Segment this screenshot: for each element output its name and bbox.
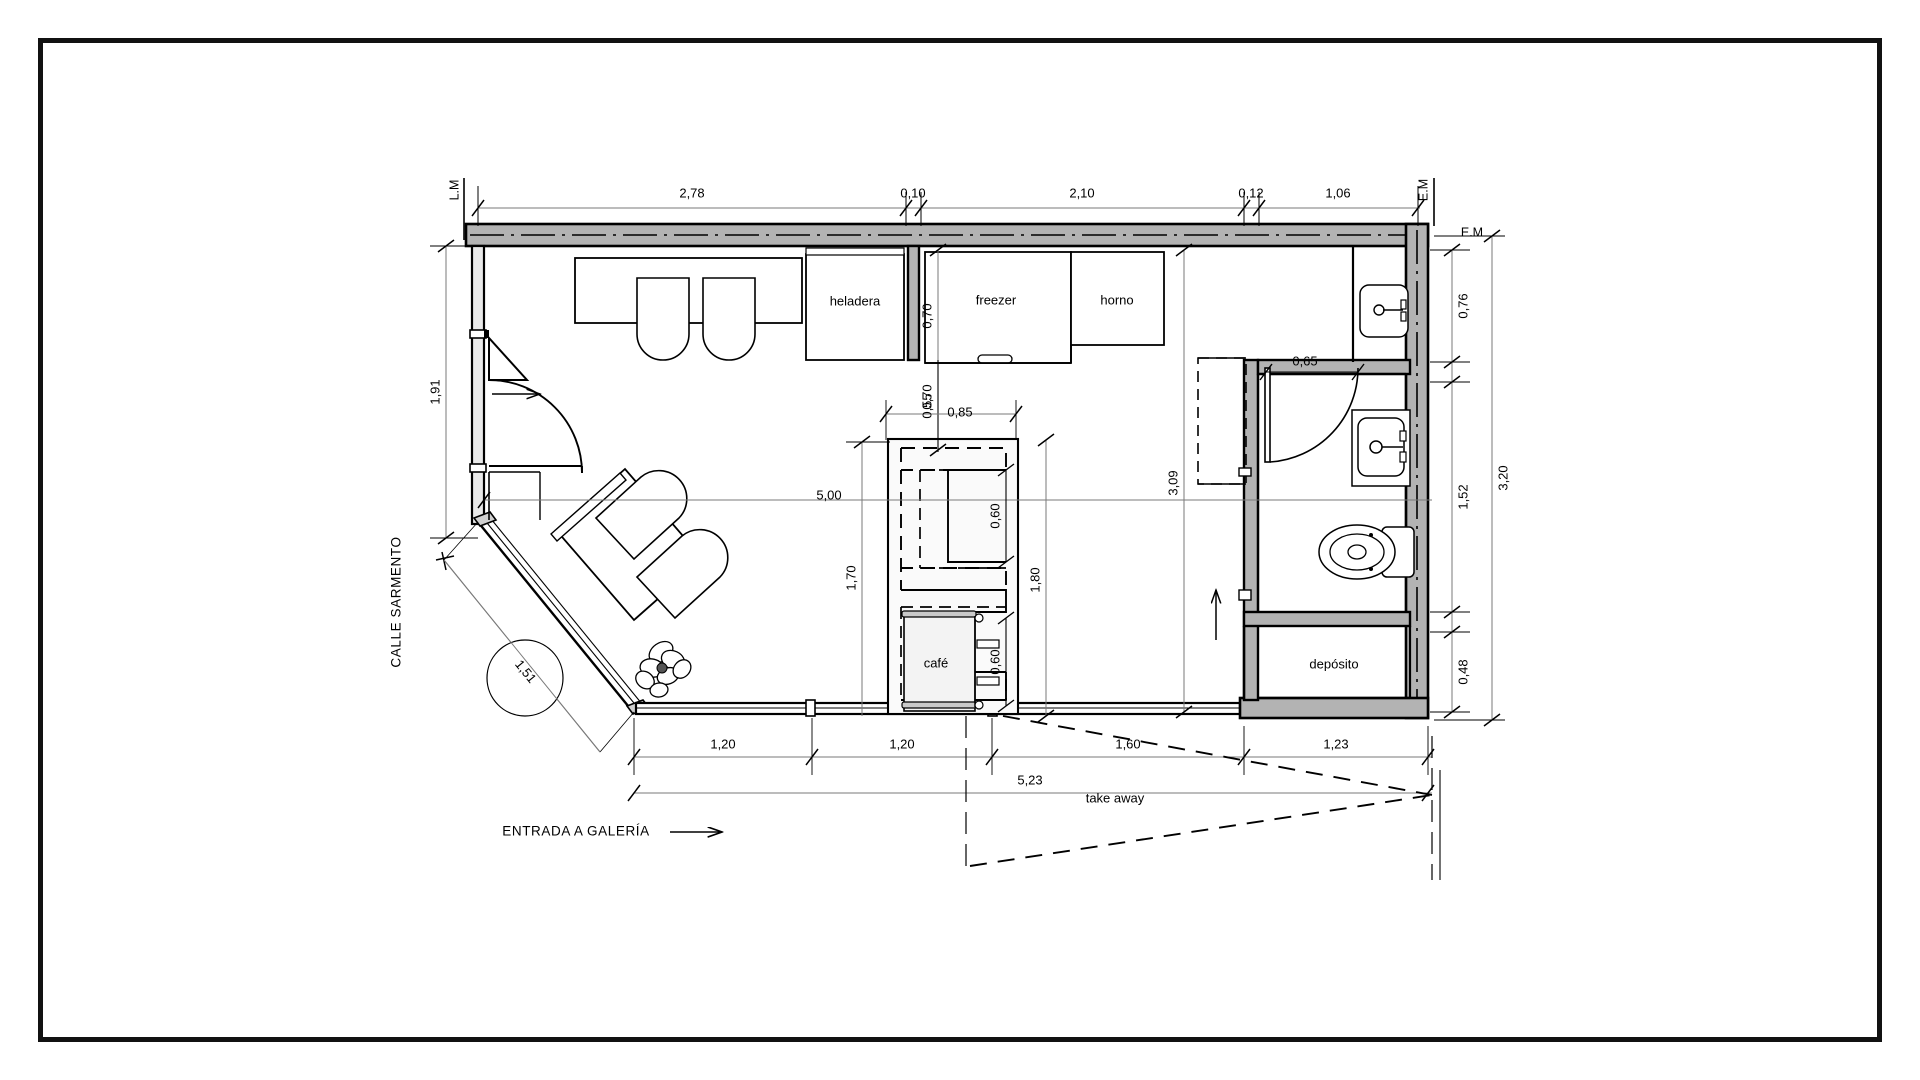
- label-calle-sarmento: CALLE SARMENTO: [389, 536, 404, 667]
- entrance-door: [484, 330, 583, 474]
- dim-left-191: 1,91: [427, 379, 442, 404]
- room-label-heladera: heladera: [830, 293, 881, 308]
- room-label-cafe: café: [924, 655, 949, 670]
- dim-right-076: 0,76: [1455, 293, 1470, 318]
- dim-int-309: 3,09: [1165, 470, 1180, 495]
- dim-bottom-120-b: 1,20: [889, 736, 914, 751]
- dim-bottom-120-a: 1,20: [710, 736, 735, 751]
- dim-top-012: 0,12: [1238, 185, 1263, 200]
- dim-int-085: 0,85: [947, 404, 972, 419]
- sink-upper: [1359, 284, 1409, 338]
- dim-int-065: 0,65: [1292, 353, 1317, 368]
- central-island: café: [886, 437, 1020, 716]
- mark-em-right: E.M: [1461, 225, 1483, 239]
- seating-group: [550, 467, 729, 698]
- dim-right-152: 1,52: [1455, 484, 1470, 509]
- dim-top-106: 1,06: [1325, 185, 1350, 200]
- dim-right-048: 0,48: [1455, 659, 1470, 684]
- room-label-deposito: depósito: [1309, 656, 1358, 671]
- label-entrada-galeria: ENTRADA A GALERÍA: [502, 824, 650, 839]
- dim-int-060-upper: 0,60: [987, 503, 1002, 528]
- dim-bottom-523: 5,23: [1017, 772, 1042, 787]
- label-take-away: take away: [1086, 790, 1145, 805]
- dim-right-320: 3,20: [1495, 465, 1510, 490]
- dim-int-055-label: 0,55: [919, 393, 934, 418]
- room-label-horno: horno: [1100, 292, 1133, 307]
- dim-top-210: 2,10: [1069, 185, 1094, 200]
- appliance-freezer: freezer: [924, 251, 1072, 364]
- dim-top-278: 2,78: [679, 185, 704, 200]
- mark-em-top: E.M: [1416, 179, 1430, 201]
- appliance-horno: horno: [1070, 251, 1165, 346]
- mark-lm-left: L.M: [447, 180, 461, 201]
- text-layer: 2,78 0,10 2,10 0,12 1,06 L.M E.M E.M 0,7…: [389, 179, 1511, 839]
- appliance-heladera: heladera: [805, 247, 905, 361]
- dim-bottom-160: 1,60: [1115, 736, 1140, 751]
- dim-int-070: 0,70: [919, 384, 934, 409]
- bathroom-door: [1264, 367, 1359, 463]
- fixtures-layer: heladera freezer horno: [484, 247, 1415, 716]
- dimensions-layer: [430, 178, 1505, 880]
- dim-int-060-lower: 0,60: [987, 649, 1002, 674]
- room-label-freezer: freezer: [976, 292, 1017, 307]
- sink-lower: [1351, 409, 1411, 487]
- dim-int-500: 5,00: [816, 487, 841, 502]
- dim-int-180: 1,80: [1027, 567, 1042, 592]
- toilet: [1318, 524, 1415, 580]
- dim-int-070-label: 0,70: [919, 303, 934, 328]
- dim-top-010: 0,10: [900, 185, 925, 200]
- dim-int-170: 1,70: [843, 565, 858, 590]
- dim-bottom-123: 1,23: [1323, 736, 1348, 751]
